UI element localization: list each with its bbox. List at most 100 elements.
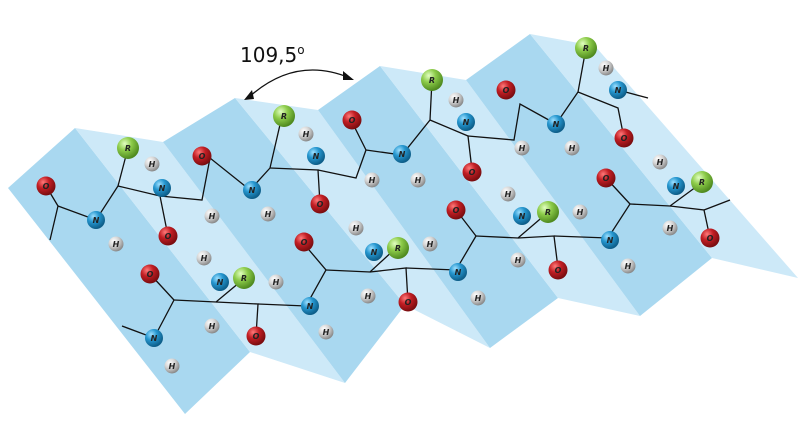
backbone-bond [159, 156, 251, 201]
hydrogen-atom: H [422, 236, 438, 252]
oxygen-atom-label: O [469, 168, 476, 177]
hydrogen-atom-label: H [625, 262, 632, 271]
nitrogen-atom: N [449, 263, 467, 281]
nitrogen-atom-label: N [249, 186, 256, 195]
r-group-atom: R [387, 237, 409, 259]
oxygen-atom: O [192, 146, 212, 166]
sheet-panel [318, 66, 558, 348]
backbone-bond [317, 121, 367, 179]
bond-angle-label: 109,5o [240, 43, 305, 67]
hydrogen-atom-label: H [149, 160, 156, 169]
oxygen-atom-label: O [453, 206, 460, 215]
hydrogen-atom: H [470, 290, 486, 306]
hydrogen-atom-label: H [657, 158, 664, 167]
oxygen-atom: O [446, 200, 466, 220]
hydrogen-atom: H [364, 172, 380, 188]
oxygen-atom: O [310, 194, 330, 214]
hydrogen-atom: H [348, 220, 364, 236]
backbone-bond [553, 177, 631, 239]
oxygen-atom: O [496, 80, 516, 100]
nitrogen-atom-label: N [371, 248, 378, 257]
hydrogen-atom-label: H [415, 176, 422, 185]
hydrogen-atom: H [620, 258, 636, 274]
oxygen-atom-label: O [147, 270, 154, 279]
hydrogen-atom-label: H [365, 292, 372, 301]
nitrogen-atom: N [601, 231, 619, 249]
oxygen-atom: O [614, 128, 634, 148]
r-group-atom: R [575, 37, 597, 59]
sheet-panel [466, 34, 712, 316]
hydrogen-atom-label: H [453, 96, 460, 105]
oxygen-atom-label: O [621, 134, 628, 143]
r-group-atom: R [537, 201, 559, 223]
hydrogen-atom-label: H [209, 212, 216, 221]
backbone-bond [257, 243, 327, 307]
hydrogen-atom-label: H [201, 254, 208, 263]
hydrogen-atom: H [598, 60, 614, 76]
nitrogen-atom-label: N [615, 86, 622, 95]
nitrogen-atom-label: N [307, 302, 314, 311]
oxygen-atom-label: O [43, 182, 50, 191]
hydrogen-atom: H [652, 154, 668, 170]
r-group-atom-label: R [545, 208, 551, 217]
hydrogen-atom: H [164, 358, 180, 374]
hydrogen-atom: H [360, 288, 376, 304]
oxygen-atom: O [596, 168, 616, 188]
oxygen-atom: O [548, 260, 568, 280]
backbone-bond [467, 102, 557, 141]
nitrogen-atom: N [393, 145, 411, 163]
hydrogen-atom-label: H [515, 256, 522, 265]
hydrogen-atom: H [448, 92, 464, 108]
nitrogen-atom-label: N [93, 216, 100, 225]
hydrogen-atom-label: H [353, 224, 360, 233]
oxygen-atom: O [158, 226, 178, 246]
nitrogen-atom-label: N [607, 236, 614, 245]
hydrogen-atom-label: H [569, 144, 576, 153]
nitrogen-atom: N [153, 179, 171, 197]
oxygen-atom-label: O [555, 266, 562, 275]
nitrogen-atom-label: N [519, 212, 526, 221]
hydrogen-atom-label: H [113, 240, 120, 249]
nitrogen-atom: N [301, 297, 319, 315]
hydrogen-atom-label: H [265, 210, 272, 219]
pleated-sheet [8, 34, 798, 414]
hydrogen-atom: H [204, 208, 220, 224]
oxygen-atom-label: O [253, 332, 260, 341]
r-group-atom-label: R [429, 76, 435, 85]
hydrogen-atom: H [204, 318, 220, 334]
backbone-bond [57, 147, 129, 221]
nitrogen-atom: N [307, 147, 325, 165]
hydrogen-atom: H [108, 236, 124, 252]
hydrogen-atom-label: H [519, 144, 526, 153]
backbone-bond [365, 79, 433, 156]
r-group-atom: R [233, 267, 255, 289]
nitrogen-atom-label: N [455, 268, 462, 277]
oxygen-atom: O [700, 228, 720, 248]
oxygen-atom: O [462, 162, 482, 182]
oxygen-atom: O [36, 176, 56, 196]
oxygen-atom-label: O [349, 116, 356, 125]
hydrogen-atom-label: H [577, 208, 584, 217]
r-group-atom-label: R [583, 44, 589, 53]
hydrogen-atom-label: H [273, 278, 280, 287]
nitrogen-atom: N [145, 329, 163, 347]
sheet-panel [8, 128, 250, 414]
r-group-atom-label: R [699, 178, 705, 187]
hydrogen-atom-label: H [427, 240, 434, 249]
nitrogen-atom-label: N [151, 334, 158, 343]
oxygen-atom-label: O [503, 86, 510, 95]
oxygen-atom-label: O [603, 174, 610, 183]
hydrogen-atom-label: H [369, 176, 376, 185]
nitrogen-atom: N [211, 273, 229, 291]
nitrogen-atom-label: N [399, 150, 406, 159]
nitrogen-atom: N [457, 113, 475, 131]
backbone-bond [405, 209, 477, 271]
nitrogen-atom: N [547, 115, 565, 133]
backbone-bond [121, 273, 175, 339]
hydrogen-atom: H [410, 172, 426, 188]
hydrogen-atom: H [572, 204, 588, 220]
nitrogen-atom: N [513, 207, 531, 225]
hydrogen-atom: H [510, 252, 526, 268]
